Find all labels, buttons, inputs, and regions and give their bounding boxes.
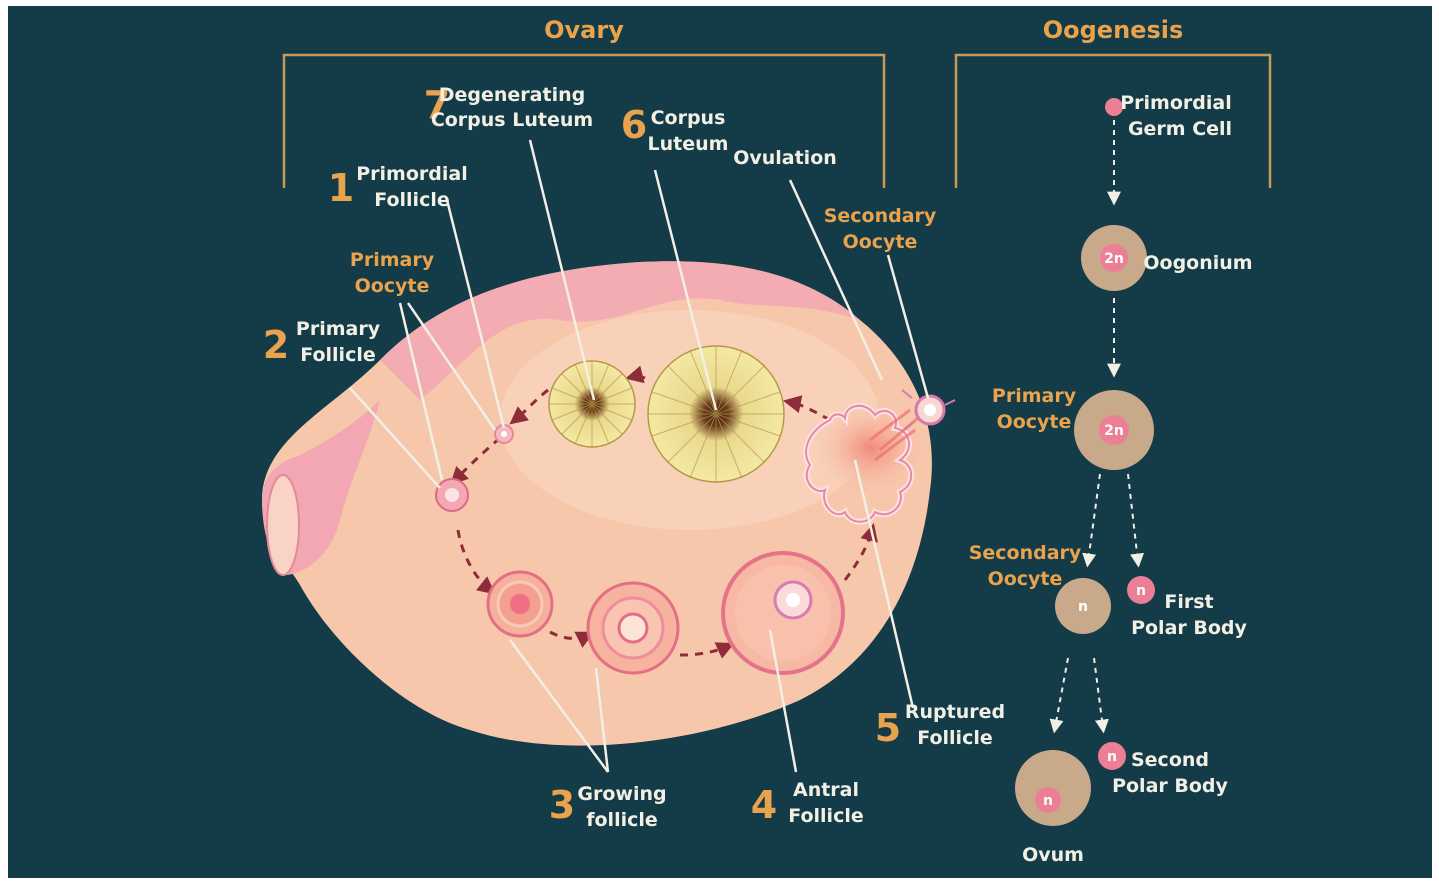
stage-5-label-line1: Ruptured [905,701,1005,723]
stage-2-label-line1: Primary [296,318,381,340]
stage-4-label-line2: Follicle [788,805,863,827]
growing-follicle-large [588,583,678,673]
stage-6-number: 6 [621,103,647,147]
stage-2-label-line2: Follicle [300,344,375,366]
stage-3-label-line2: follicle [586,809,658,831]
stage-3-label-line1: Growing [577,783,666,805]
oogenesis-secondary-oocyte-label-line2: Oocyte [988,568,1063,590]
secondary-oocyte-ploidy: n [1078,599,1088,615]
primordial-germ-cell-label-line2: Germ Cell [1128,118,1232,140]
growing-follicle-small [488,572,552,636]
oogenesis-primary-oocyte-label-line1: Primary [992,385,1077,407]
first-polar-body-label-line2: Polar Body [1131,617,1247,639]
stage-4-label-line1: Antral [793,779,859,801]
stage-4-number: 4 [751,783,777,827]
antral-follicle [723,553,843,673]
stage-1-label-line1: Primordial [356,163,467,185]
oogonium-label: Oogonium [1143,252,1252,274]
primary-oocyte-ploidy: 2n [1104,423,1124,439]
corpus-luteum [648,346,784,482]
ovary-heading: Ovary [544,16,624,44]
stage-3-number: 3 [549,783,575,827]
stage-6-label-line2: Luteum [648,133,729,155]
stage-1-number: 1 [328,166,354,210]
first-polar-body-label-line1: First [1164,591,1213,613]
ovum-label: Ovum [1022,844,1084,866]
degenerating-corpus-luteum [549,361,635,447]
ovum-ploidy: n [1043,793,1053,809]
ovulation-label: Ovulation [733,147,837,169]
primary-oocyte-label-line2: Oocyte [355,275,430,297]
secondary-oocyte-label-line2: Oocyte [843,231,918,253]
first-polar-body-ploidy: n [1136,583,1146,599]
stage-1-label-line2: Follicle [374,189,449,211]
stage-5-label-line2: Follicle [917,727,992,749]
stage-6-label-line1: Corpus [651,107,726,129]
stage-2-number: 2 [263,323,289,367]
oogenesis-heading: Oogenesis [1043,16,1184,44]
oogenesis-primary-oocyte-label-line2: Oocyte [997,411,1072,433]
stage-5-number: 5 [875,706,901,750]
primordial-germ-cell-label-line1: Primordial [1120,92,1231,114]
oogonium-ploidy: 2n [1104,251,1124,267]
second-polar-body-label-line2: Polar Body [1112,775,1228,797]
oogenesis-secondary-oocyte-label-line1: Secondary [969,542,1082,564]
second-polar-body-label-line1: Second [1131,749,1209,771]
stage-7-label-line1: Degenerating [439,84,585,106]
secondary-oocyte-label-line1: Secondary [824,205,937,227]
stage-7-label-line2: Corpus Luteum [431,109,593,131]
second-polar-body-ploidy: n [1107,749,1117,765]
primary-oocyte-label-line1: Primary [350,249,435,271]
ovary-ligament-end [267,475,299,575]
